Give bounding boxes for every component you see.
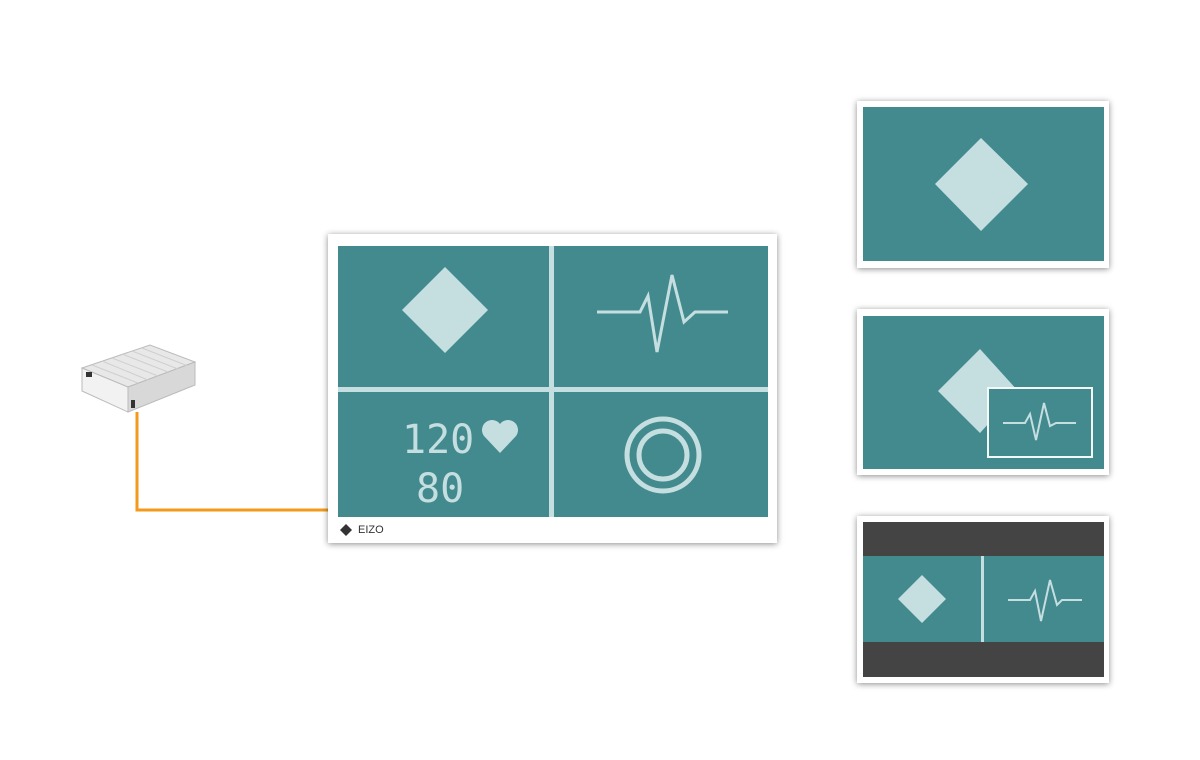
diamond-icon — [898, 575, 946, 623]
diagram-shape — [86, 372, 92, 377]
diagram-shape — [121, 353, 169, 373]
diagram-shape — [549, 246, 554, 517]
heartbeat-icon — [1003, 402, 1076, 441]
heartbeat-icon — [1008, 579, 1082, 622]
diagram-shape — [636, 428, 690, 482]
diagram-shape — [91, 364, 139, 384]
diagram-shape — [111, 357, 159, 377]
letterbox-bottom — [863, 642, 1104, 677]
diamond-icon — [935, 138, 1028, 231]
letterbox-top — [863, 522, 1104, 556]
diastolic-value: 80 — [416, 466, 464, 512]
diagram-shape — [135, 412, 330, 512]
ring-icon — [624, 416, 702, 494]
brand-label: EIZO — [358, 524, 384, 536]
heartbeat-icon — [597, 274, 728, 353]
diagram-shape — [131, 350, 179, 370]
heart-icon — [482, 420, 518, 453]
diagram-shape — [101, 360, 149, 381]
systolic-value: 120 — [402, 417, 474, 463]
brand-logo-icon — [340, 524, 352, 536]
diagram-shape — [131, 400, 135, 408]
diagram-shape — [127, 361, 196, 413]
diagram-shape — [91, 347, 189, 384]
diagram-shape — [141, 347, 189, 367]
diamond-icon — [402, 267, 488, 353]
diagram-shape — [624, 416, 702, 494]
diagram-shape — [338, 387, 768, 392]
diagram-shape — [981, 556, 984, 642]
